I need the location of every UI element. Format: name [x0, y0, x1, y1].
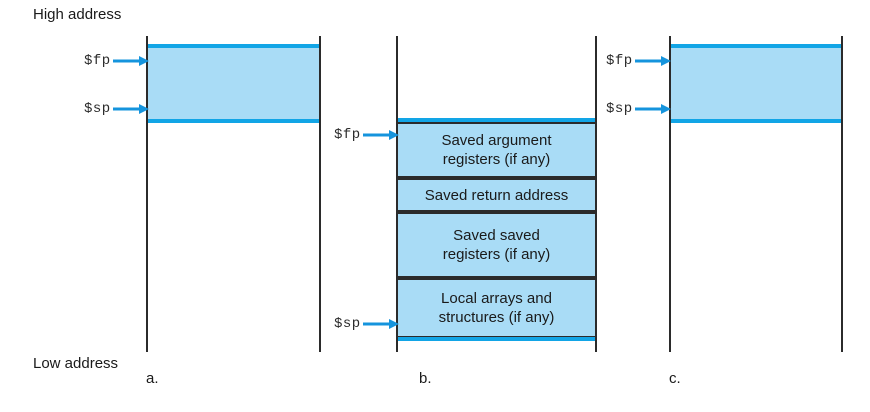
panel-b-box-saved-saved-registers: Saved saved registers (if any) [398, 212, 595, 278]
panel-a-active-frame-region [148, 46, 319, 122]
panel-b-sp-pointer: $sp [334, 315, 401, 333]
panel-b-box-saved-argument-registers: Saved argument registers (if any) [398, 122, 595, 178]
panel-a-right-wall [319, 36, 321, 352]
panel-b-box-3-text: Local arrays and structures (if any) [435, 289, 559, 327]
high-address-label: High address [33, 6, 122, 23]
panel-b-left-wall [396, 36, 398, 352]
panel-c-fp-rule [671, 44, 841, 48]
panel-b-box-3-line2: structures (if any) [438, 309, 555, 326]
panel-c-sp-label: $sp [606, 101, 633, 117]
panel-b-fp-pointer: $fp [334, 126, 401, 144]
panel-b-box-3-line1: Local arrays and [441, 290, 552, 307]
panel-a-left-wall [146, 36, 148, 352]
panel-a-caption: a. [146, 370, 159, 387]
panel-b-box-local-arrays-and-structures: Local arrays and structures (if any) [398, 278, 595, 338]
panel-b-box-0-text: Saved argument registers (if any) [437, 131, 555, 169]
panel-c-sp-rule [671, 119, 841, 123]
panel-b-caption: b. [419, 370, 432, 387]
panel-a-sp-pointer: $sp [84, 100, 151, 118]
panel-b-sp-rule [398, 337, 595, 341]
panel-c-left-wall [669, 36, 671, 352]
panel-a-fp-pointer: $fp [84, 52, 151, 70]
panel-b-right-wall [595, 36, 597, 352]
panel-b-fp-rule [398, 118, 595, 122]
panel-c-fp-label: $fp [606, 53, 633, 69]
arrow-right-icon [112, 103, 151, 115]
panel-b-fp-label: $fp [334, 127, 361, 143]
panel-b-box-2-line2: registers (if any) [442, 246, 551, 263]
panel-c-fp-pointer: $fp [606, 52, 673, 70]
panel-c-right-wall [841, 36, 843, 352]
arrow-right-icon [362, 318, 401, 330]
panel-b-box-1-line1: Saved return address [424, 186, 569, 204]
panel-b-box-2-text: Saved saved registers (if any) [439, 226, 555, 264]
arrow-right-icon [362, 129, 401, 141]
panel-a-sp-rule [148, 119, 319, 123]
panel-b-sp-label: $sp [334, 316, 361, 332]
panel-c-active-frame-region [671, 46, 841, 122]
arrow-right-icon [112, 55, 151, 67]
low-address-label: Low address [33, 355, 119, 372]
panel-b-box-0-line2: registers (if any) [442, 151, 551, 168]
panel-b-box-saved-return-address: Saved return address [398, 178, 595, 212]
panel-a-sp-label: $sp [84, 101, 111, 117]
arrow-right-icon [634, 55, 673, 67]
arrow-right-icon [634, 103, 673, 115]
panel-a-fp-rule [148, 44, 319, 48]
panel-b-box-0-line1: Saved argument [441, 132, 552, 149]
panel-c-caption: c. [669, 370, 681, 387]
panel-b-box-2-line1: Saved saved [453, 227, 540, 244]
panel-c-sp-pointer: $sp [606, 100, 673, 118]
panel-b-box-1-text: Saved return address [421, 186, 572, 205]
panel-a-fp-label: $fp [84, 53, 111, 69]
